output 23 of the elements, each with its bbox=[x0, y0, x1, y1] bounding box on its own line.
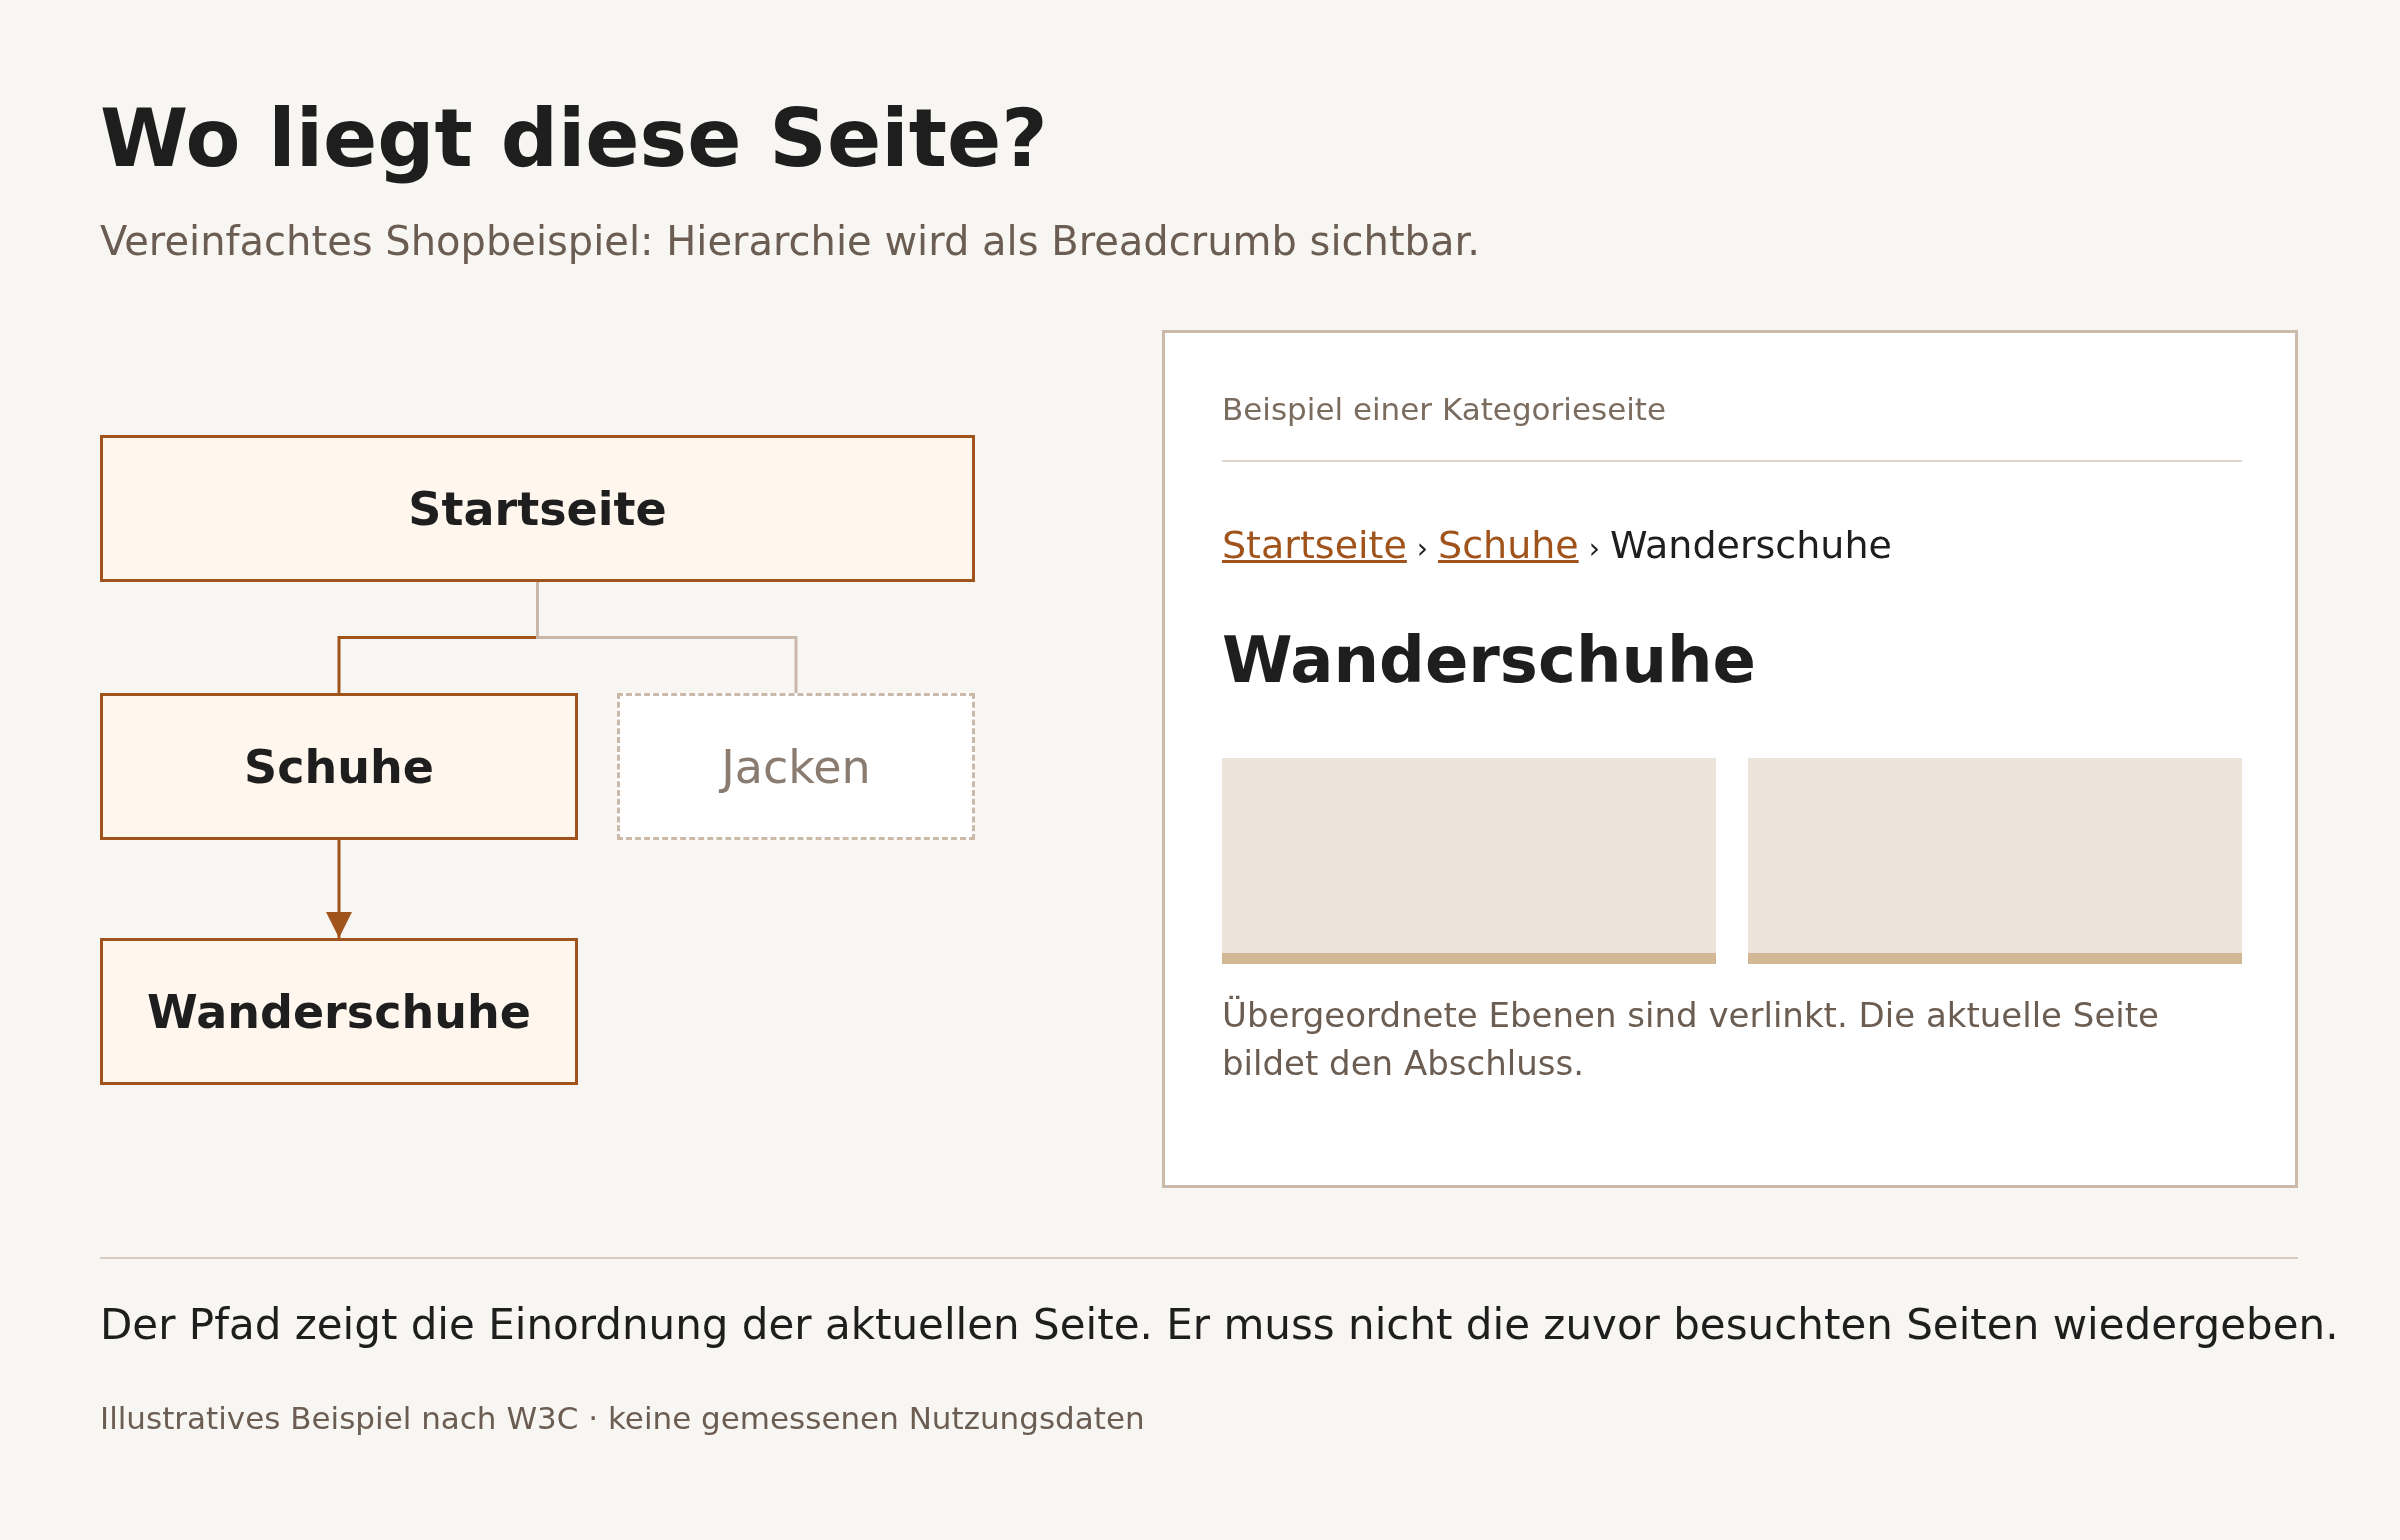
connector-line bbox=[536, 582, 798, 693]
node-label: Schuhe bbox=[244, 739, 434, 794]
summary-text: Der Pfad zeigt die Einordnung der aktuellen Seite. Er muss nicht die zuvor besuchten Seiten wiedergeben. bbox=[100, 1300, 2339, 1349]
node-label: Startseite bbox=[408, 481, 667, 536]
page-box bbox=[100, 938, 578, 1085]
page-box bbox=[100, 693, 578, 840]
page-box bbox=[100, 435, 975, 582]
node-label: Jacken bbox=[721, 739, 871, 794]
source-note: Illustratives Beispiel nach W3C · keine gemessenen Nutzungsdaten bbox=[100, 1400, 1145, 1436]
subtitle: Vereinfachtes Shopbeispiel: Hierarchie wird als Breadcrumb sichtbar. bbox=[100, 218, 1480, 264]
arrow bbox=[326, 840, 352, 938]
breadcrumb-current: Wanderschuhe bbox=[1609, 523, 1892, 567]
breadcrumb-separator: › bbox=[1588, 532, 1600, 565]
page-heading: Wanderschuhe bbox=[1222, 623, 1756, 697]
breadcrumb-link: Schuhe bbox=[1438, 523, 1579, 567]
page-title: Wo liegt diese Seite? bbox=[100, 92, 1048, 185]
card-note: Übergeordnete Ebenen sind verlinkt. Die aktuelle Seite bildet den Abschluss. bbox=[1222, 994, 2161, 1085]
page-preview-card bbox=[1162, 330, 2298, 1188]
card-kicker: Beispiel einer Kategorieseite bbox=[1222, 391, 1667, 427]
breadcrumb-separator: › bbox=[1416, 532, 1429, 565]
placeholder-box bbox=[617, 693, 975, 840]
node-label: Wanderschuhe bbox=[147, 984, 531, 1039]
breadcrumb-link: Startseite bbox=[1222, 523, 1407, 567]
